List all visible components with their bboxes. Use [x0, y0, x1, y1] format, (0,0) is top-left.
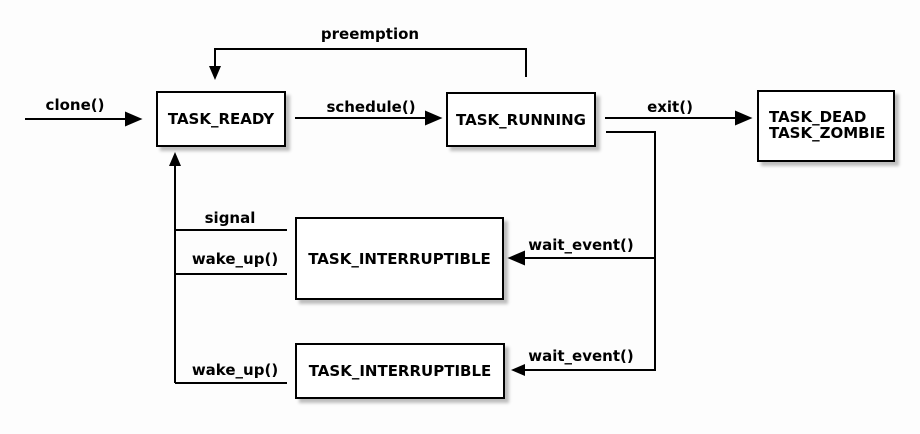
arrowhead-right-icon [425, 110, 443, 126]
node-label: TASK_INTERRUPTIBLE [308, 249, 491, 268]
arrowhead-right-icon [125, 111, 143, 127]
arrowhead-left-icon [511, 364, 525, 376]
edge-label-preemption: preemption [320, 25, 420, 43]
node-task-ready: TASK_READY [156, 91, 286, 147]
node-task-interruptible-lower: TASK_INTERRUPTIBLE [295, 343, 505, 399]
node-task-running: TASK_RUNNING [446, 92, 596, 147]
node-label-line1: TASK_DEAD [769, 108, 867, 127]
edge-label-schedule: schedule() [326, 98, 416, 116]
node-label-line2: TASK_ZOMBIE [769, 124, 886, 142]
edge-label-exit: exit() [647, 98, 693, 116]
edge-label-wait-event-upper: wait_event() [528, 236, 634, 254]
edge-label-signal: signal [204, 209, 256, 227]
edge-label-clone: clone() [45, 96, 105, 114]
arrowhead-up-icon [169, 152, 181, 166]
arrowhead-left-icon [507, 250, 525, 266]
node-label: TASK_INTERRUPTIBLE [308, 362, 492, 380]
node-label: TASK_READY [167, 110, 275, 128]
arrowhead-down-icon [209, 66, 221, 80]
arrowhead-right-icon [735, 110, 753, 126]
edge-label-wake-up-lower: wake_up() [191, 361, 279, 379]
edge-clone [25, 111, 143, 127]
node-task-dead-zombie: TASK_DEAD TASK_ZOMBIE [757, 90, 895, 162]
node-label: TASK_RUNNING [456, 110, 586, 129]
edge-exit [605, 110, 753, 126]
edge-wait-event-upper [507, 250, 655, 266]
edge-wakeup-trunk [169, 152, 287, 384]
edge-label-wake-up-upper: wake_up() [191, 250, 279, 268]
node-task-interruptible-upper: TASK_INTERRUPTIBLE [295, 217, 504, 300]
edge-label-wait-event-lower: wait_event() [528, 347, 634, 365]
edge-wait-event-lower [511, 131, 656, 376]
edge-preemption [209, 48, 527, 80]
edge-schedule [295, 110, 443, 126]
